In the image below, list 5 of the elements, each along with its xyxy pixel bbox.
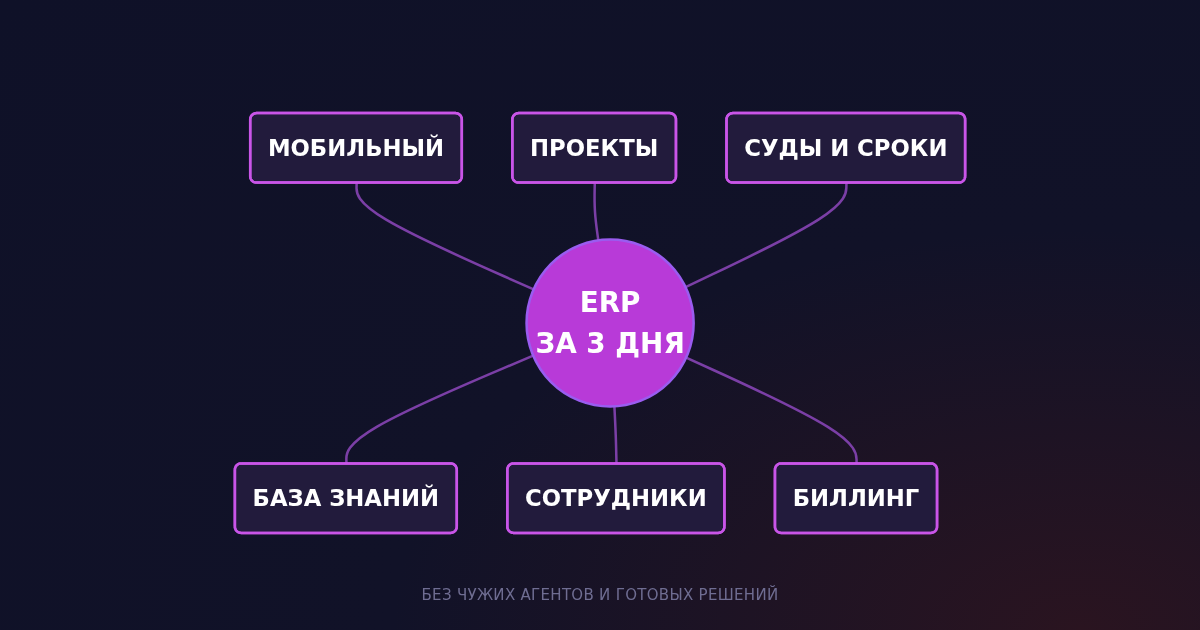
connector bbox=[355, 183, 535, 291]
node-circle: ERP ЗА 3 ДНЯ bbox=[525, 238, 695, 408]
connector bbox=[685, 183, 848, 289]
connector bbox=[593, 183, 600, 241]
caption: БЕЗ ЧУЖИХ АГЕНТОВ И ГОТОВЫХ РЕШЕНИЙ bbox=[421, 586, 779, 604]
